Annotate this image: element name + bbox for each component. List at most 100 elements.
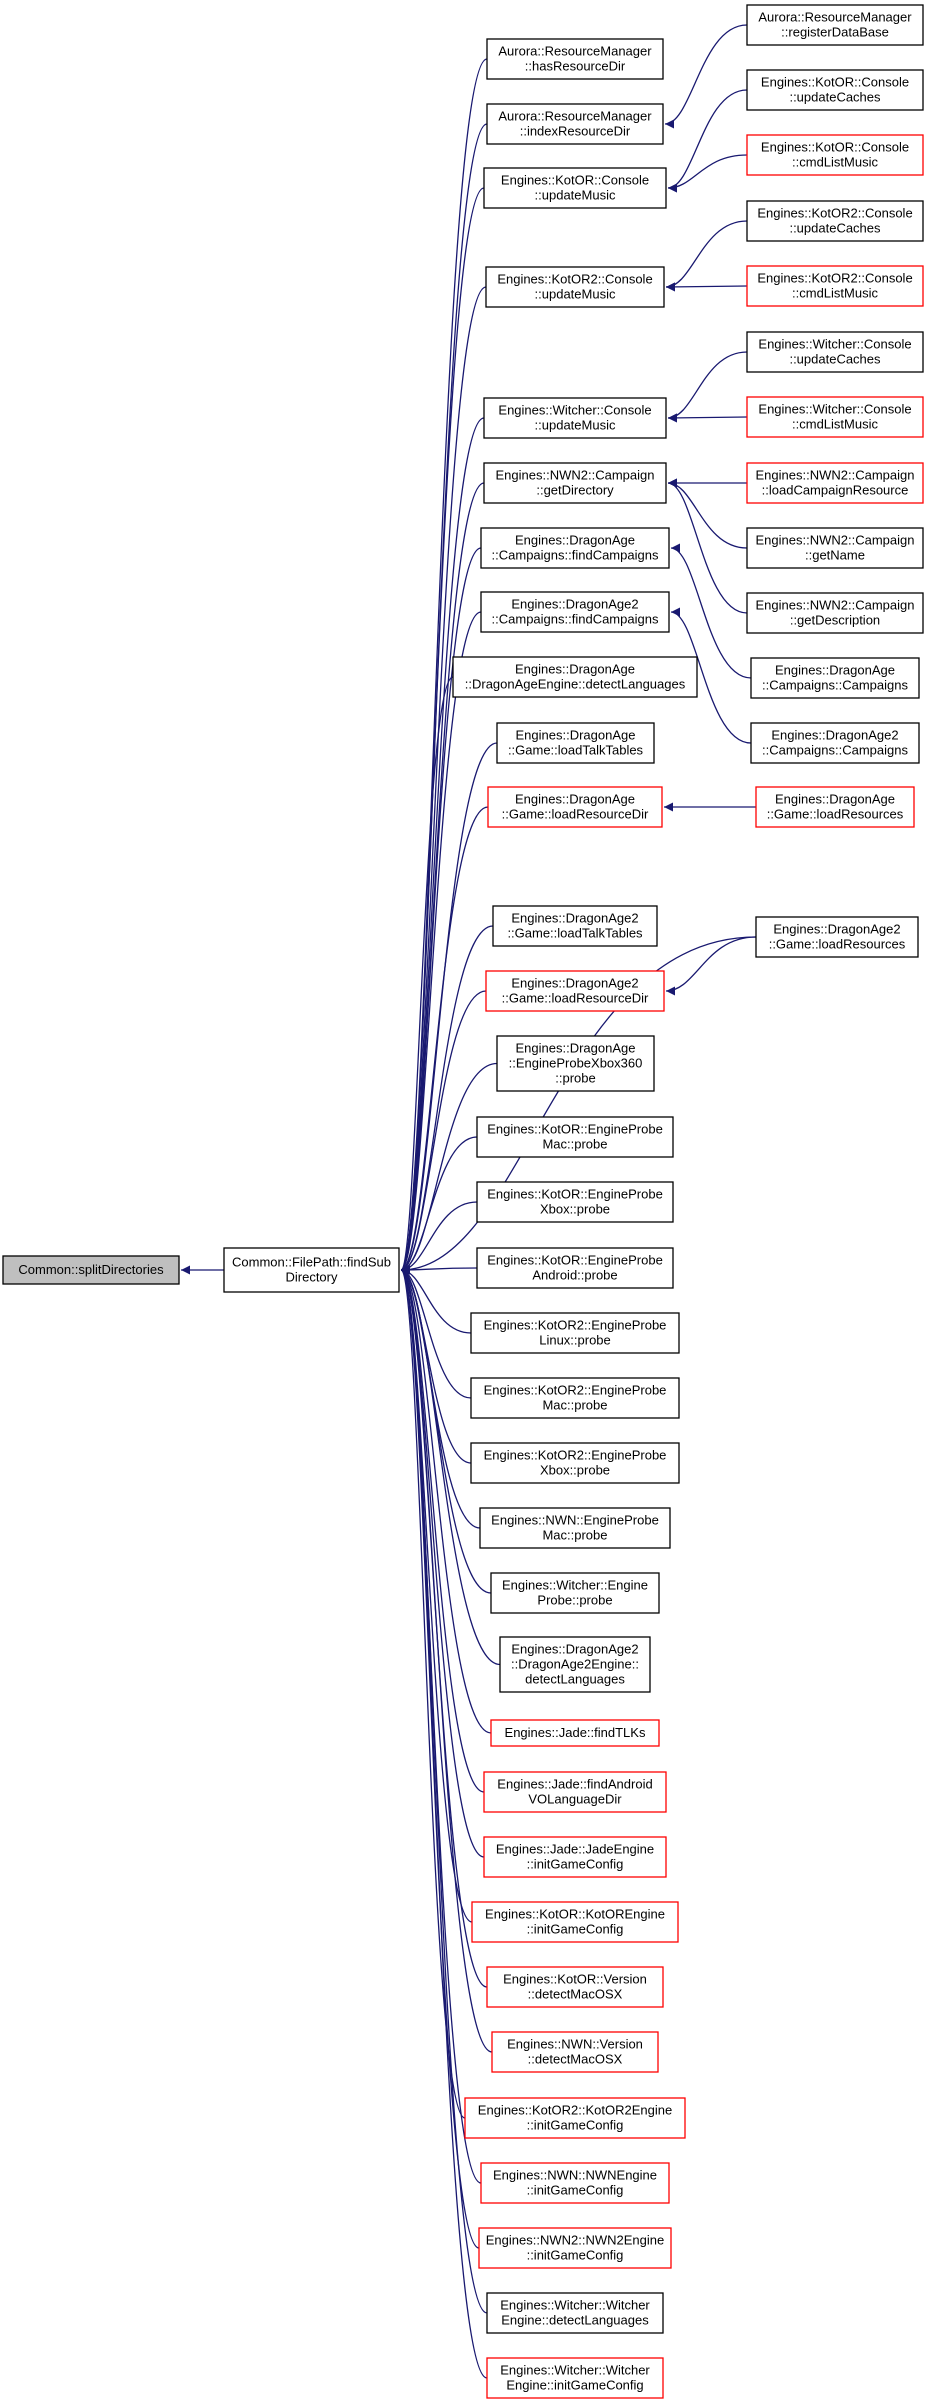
edge-nwn_detectmac-to-findsub [400,1265,493,2053]
node-box [746,265,924,307]
node-box [483,167,667,209]
node-label: Engines::Witcher::Console [498,403,651,418]
node-kotor2_initgame[interactable]: Engines::KotOR2::KotOR2Engine::initGameC… [464,2097,686,2139]
node-nwn2_initgame[interactable]: Engines::NWN2::NWN2Engine::initGameConfi… [478,2227,672,2269]
node-jade_findtlks[interactable]: Engines::Jade::findTLKs [490,1719,660,1747]
node-box [492,905,658,947]
edge-da2_loadresdir-to-findsub [400,990,487,1275]
edge-jade_findtlks-to-findsub [400,1265,492,1734]
node-hasresdir[interactable]: Aurora::ResourceManager::hasResourceDir [486,38,664,80]
node-label: ::Game::loadResourceDir [502,807,649,822]
node-box [746,200,924,242]
node-label: ::detectMacOSX [528,2052,623,2067]
node-label: ::Game::loadTalkTables [508,743,644,758]
node-label: Engines::KotOR2::KotOR2Engine [478,2103,672,2118]
edge-kotor_updcaches-to-kotor_updmusic [667,89,748,193]
node-box [746,69,924,111]
node-da2_campaigns[interactable]: Engines::DragonAge2::Campaigns::Campaign… [750,722,920,764]
node-label: Linux::probe [539,1333,611,1348]
node-da_loadtalk[interactable]: Engines::DragonAge::Game::loadTalkTables [496,722,655,764]
edge-nwn_initgame-to-findsub [400,1265,482,2184]
node-label: Common::FilePath::findSub [232,1255,391,1270]
node-nwn2_getdir[interactable]: Engines::NWN2::Campaign::getDirectory [483,462,667,504]
node-witcher_updmusic[interactable]: Engines::Witcher::Console::updateMusic [483,397,667,439]
node-label: Mac::probe [542,1528,607,1543]
node-box [478,2227,672,2269]
node-kotor_cmdlist[interactable]: Engines::KotOR::Console::cmdListMusic [746,134,924,176]
node-label: Engines::DragonAge2 [511,1642,638,1657]
node-kotor_xbox[interactable]: Engines::KotOR::EngineProbeXbox::probe [476,1181,674,1223]
node-kotor_updcaches[interactable]: Engines::KotOR::Console::updateCaches [746,69,924,111]
node-kotor2_cmdlist[interactable]: Engines::KotOR2::Console::cmdListMusic [746,265,924,307]
node-box [487,786,663,828]
node-label: Engines::DragonAge [775,792,895,807]
node-da_loadres[interactable]: Engines::DragonAge::Game::loadResources [755,786,915,828]
node-nwn2_getname[interactable]: Engines::NWN2::Campaign::getName [746,527,924,569]
node-box [479,1507,671,1549]
node-kotor2_updmusic[interactable]: Engines::KotOR2::Console::updateMusic [485,266,665,308]
node-label: ::getName [805,548,865,563]
node-label: ::DragonAgeEngine::detectLanguages [465,677,686,692]
edge-da2_campaigns-to-da2_findcamp [670,607,752,744]
node-label: ::initGameConfig [527,1922,624,1937]
node-label: Xbox::probe [540,1463,610,1478]
node-da2_loadtalk[interactable]: Engines::DragonAge2::Game::loadTalkTable… [492,905,658,947]
node-da_findcamp[interactable]: Engines::DragonAge::Campaigns::findCampa… [480,527,670,569]
node-da_detectlang[interactable]: Engines::DragonAge::DragonAgeEngine::det… [452,656,698,698]
edge-nwn2_getdesc-to-nwn2_getdir [667,478,748,614]
node-box [476,1247,674,1289]
node-kotor2_xbox[interactable]: Engines::KotOR2::EngineProbeXbox::probe [470,1442,680,1484]
node-da2_detectlang[interactable]: Engines::DragonAge2::DragonAge2Engine::d… [499,1636,651,1693]
node-da_campaigns[interactable]: Engines::DragonAge::Campaigns::Campaigns [750,657,920,699]
node-nwn2_loadcampres[interactable]: Engines::NWN2::Campaign::loadCampaignRes… [746,462,924,504]
node-witcher_detectlang[interactable]: Engines::Witcher::WitcherEngine::detectL… [486,2292,664,2334]
node-kotor_detectmac[interactable]: Engines::KotOR::Version::detectMacOSX [486,1966,664,2008]
node-nwn_detectmac[interactable]: Engines::NWN::Version::detectMacOSX [491,2031,659,2073]
node-box [483,462,667,504]
node-witcher_initgame[interactable]: Engines::Witcher::WitcherEngine::initGam… [486,2357,664,2399]
node-kotor_android[interactable]: Engines::KotOR::EngineProbeAndroid::prob… [476,1247,674,1289]
node-nwn_initgame[interactable]: Engines::NWN::NWNEngine::initGameConfig [480,2162,670,2204]
node-box [480,591,670,633]
node-box [486,38,664,80]
node-kotor2_updcaches[interactable]: Engines::KotOR2::Console::updateCaches [746,200,924,242]
node-label: ::initGameConfig [527,2248,624,2263]
node-splitdirs[interactable]: Common::splitDirectories [2,1255,180,1285]
node-da2_loadresdir[interactable]: Engines::DragonAge2::Game::loadResourceD… [485,970,665,1012]
edge-kotor2_cmdlist-to-kotor2_updmusic [665,282,748,292]
node-jade_initgame[interactable]: Engines::Jade::JadeEngine::initGameConfi… [483,1836,667,1878]
node-label: Engines::KotOR::EngineProbe [487,1122,663,1137]
node-label: ::updateMusic [535,188,616,203]
node-nwn2_getdesc[interactable]: Engines::NWN2::Campaign::getDescription [746,592,924,634]
node-box [746,592,924,634]
node-label: ::updateCaches [789,90,881,105]
node-witcher_cmdlist[interactable]: Engines::Witcher::Console::cmdListMusic [746,396,924,438]
node-label: ::initGameConfig [527,2118,624,2133]
node-label: ::updateCaches [789,352,881,367]
edges-layer [181,24,757,2379]
nodes-layer: Common::splitDirectories Common::FilePath… [2,4,924,2399]
node-da_loadresdir[interactable]: Engines::DragonAge::Game::loadResourceDi… [487,786,663,828]
edge-da_loadresdir-to-findsub [400,806,489,1275]
node-kotor_initgame[interactable]: Engines::KotOR::KotOREngine::initGameCon… [471,1901,679,1943]
node-kotor_updmusic[interactable]: Engines::KotOR::Console::updateMusic [483,167,667,209]
node-label: Engines::DragonAge [516,1041,636,1056]
node-label: Aurora::ResourceManager [758,10,912,25]
node-label: ::updateCaches [789,221,881,236]
node-da2_findcamp[interactable]: Engines::DragonAge2::Campaigns::findCamp… [480,591,670,633]
node-da_xbox360[interactable]: Engines::DragonAge::EngineProbeXbox360::… [496,1035,655,1092]
node-label: ::EngineProbeXbox360 [509,1056,643,1071]
node-indexresdir[interactable]: Aurora::ResourceManager::indexResourceDi… [486,103,664,145]
node-label: VOLanguageDir [528,1792,622,1807]
node-witcher_updcaches[interactable]: Engines::Witcher::Console::updateCaches [746,331,924,373]
node-da2_loadres[interactable]: Engines::DragonAge2::Game::loadResources [755,916,919,958]
node-label: Engines::Witcher::Console [758,337,911,352]
node-witcher_probe[interactable]: Engines::Witcher::EngineProbe::probe [490,1572,660,1614]
node-registerdb[interactable]: Aurora::ResourceManager::registerDataBas… [746,4,924,46]
